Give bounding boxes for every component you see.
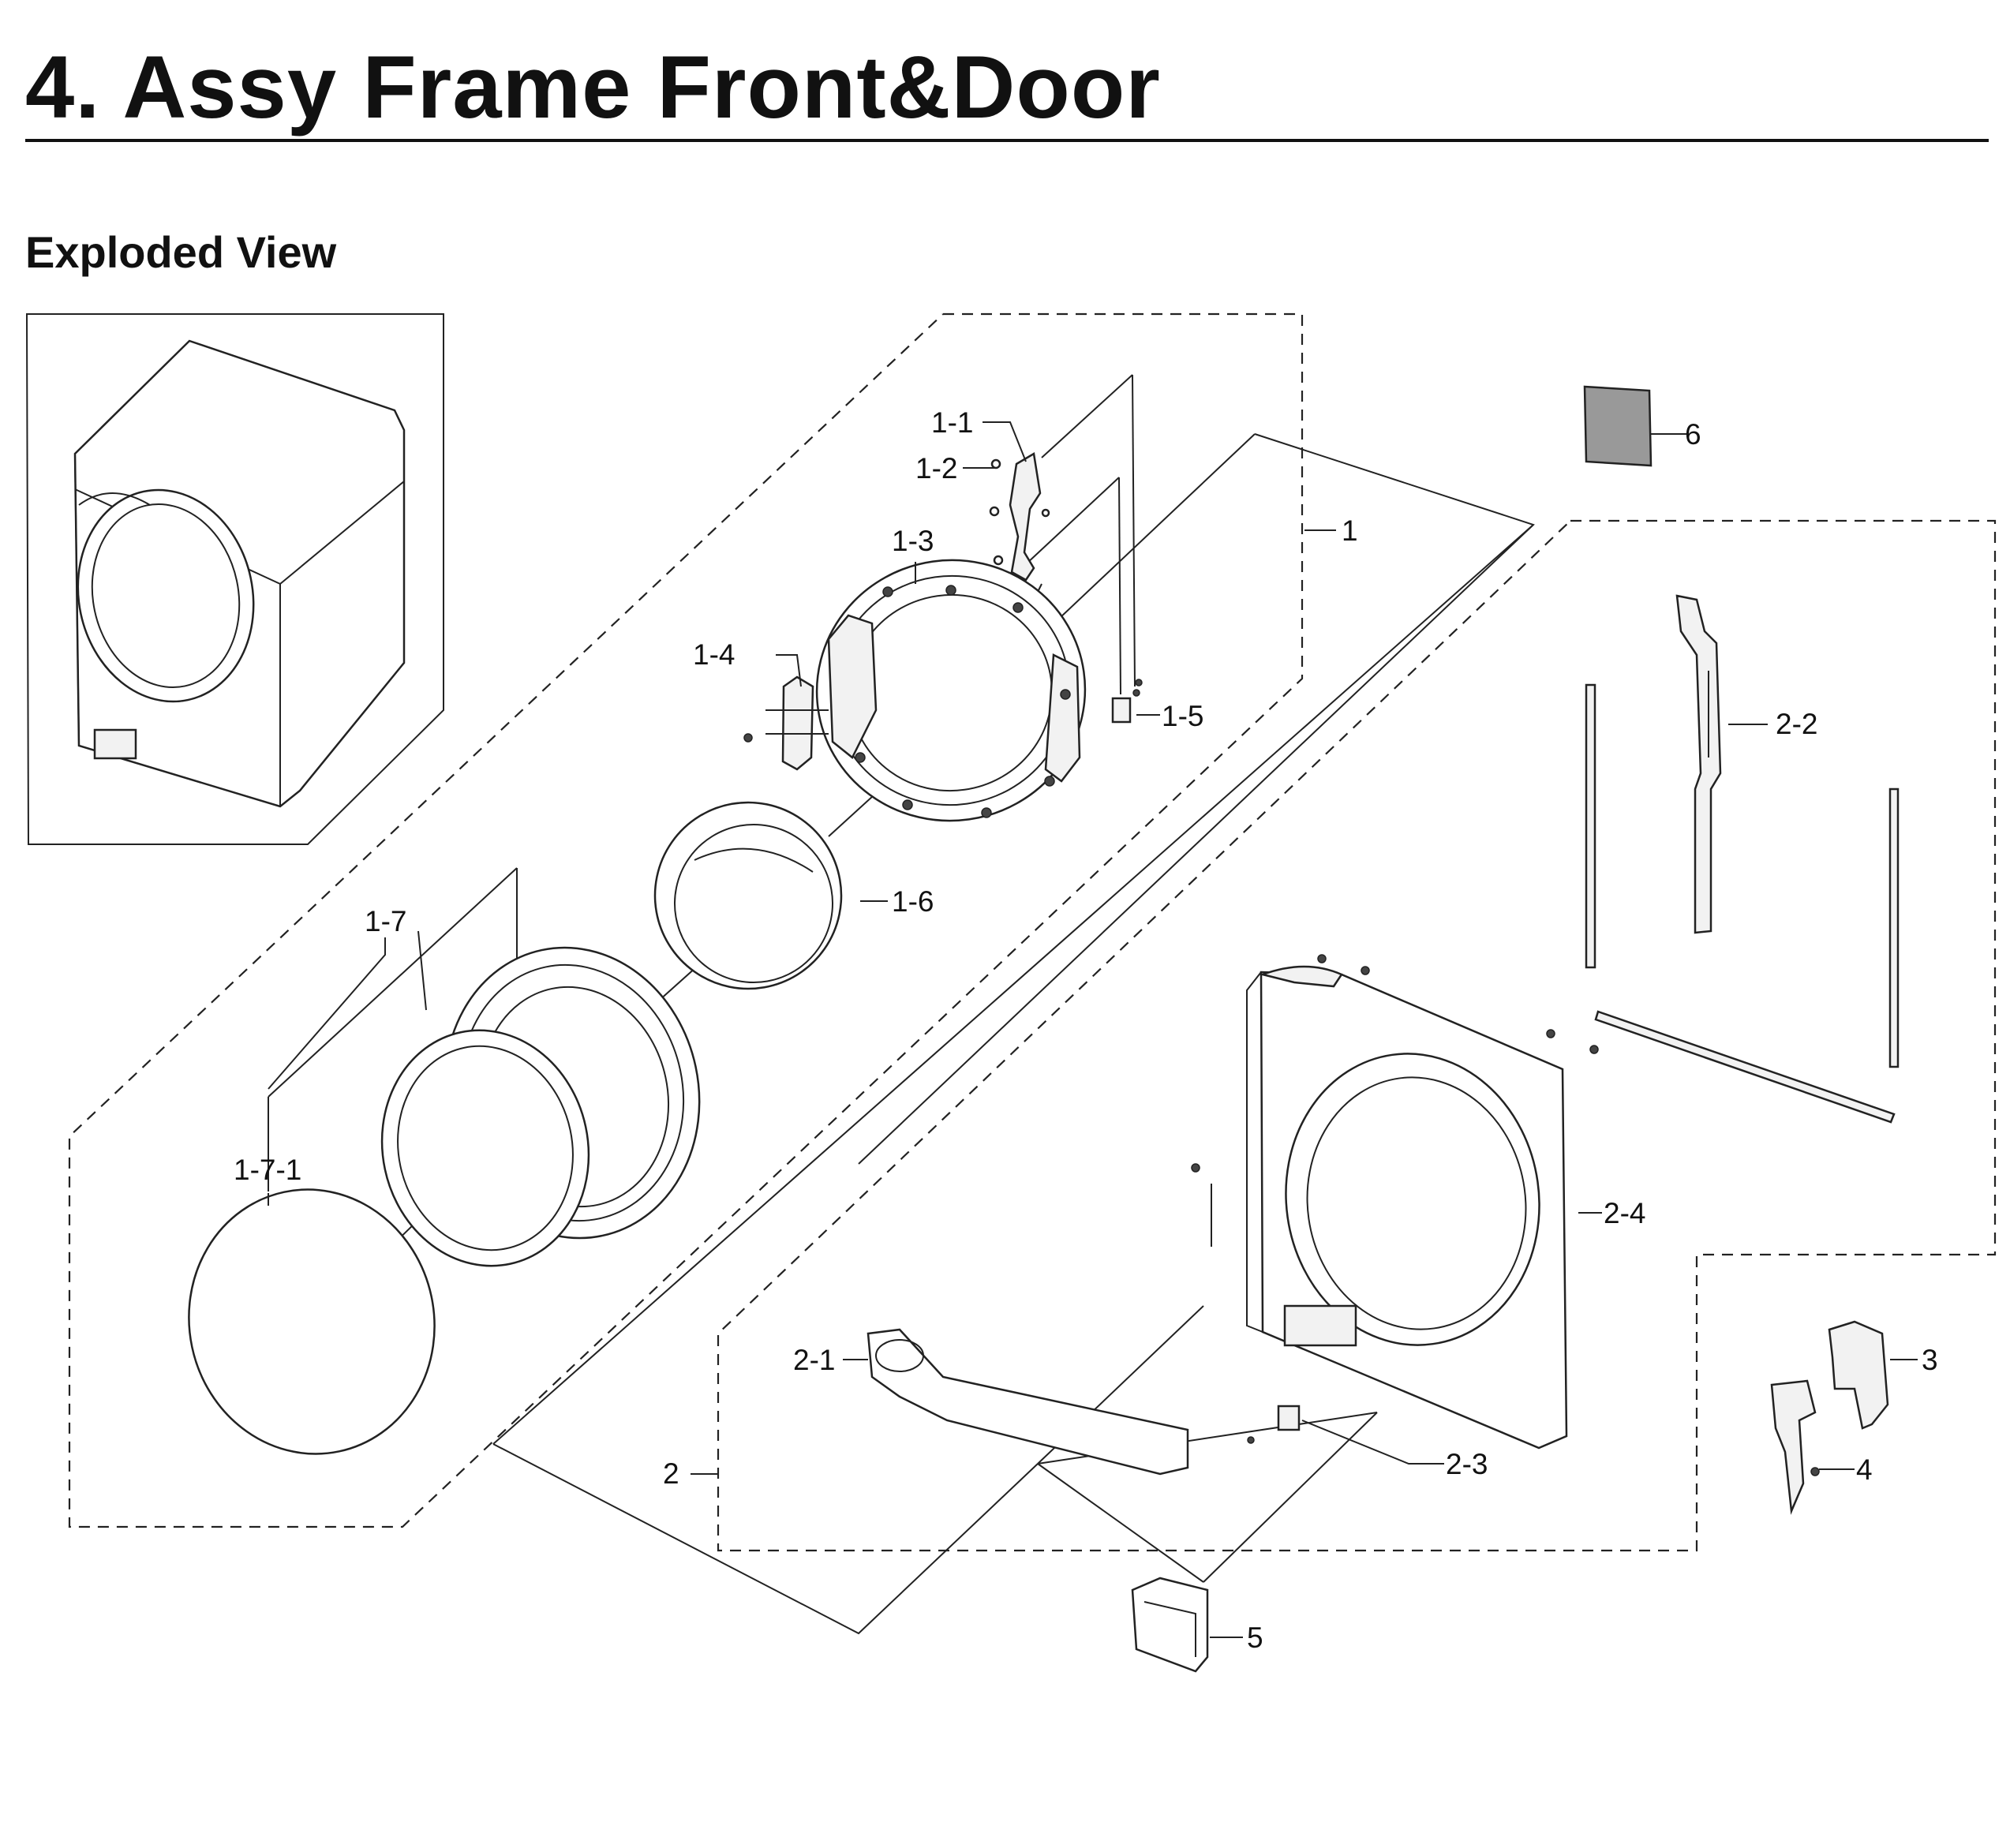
hinge-part-3 [1828, 1320, 1889, 1430]
washer-body-illustration [73, 339, 406, 808]
panel-trim-part-2-1 [867, 1328, 1189, 1476]
section-subtitle: Exploded View [25, 227, 337, 277]
door-glass-part-1-6 [653, 801, 843, 990]
callout-5: 5 [1247, 1622, 1263, 1654]
latch-part-1-5 [1111, 679, 1143, 724]
frame-front-panel-part-2-4 [1246, 965, 1568, 1450]
inset-appliance-view [25, 313, 444, 845]
holder-part-5 [1131, 1577, 1209, 1673]
callout-1: 1 [1342, 514, 1358, 547]
page-title: 4. Assy Frame Front&Door [25, 38, 1161, 137]
callout-1-6: 1-6 [892, 885, 934, 918]
callout-2-1: 2-1 [793, 1344, 835, 1376]
door-frame-ring-part-1-3 [815, 559, 1087, 822]
callout-1-3: 1-3 [892, 525, 934, 557]
callout-6: 6 [1685, 418, 1701, 451]
gasket-strips [1585, 683, 1900, 1124]
filter-pad-part-6 [1583, 385, 1653, 467]
door-glass-cover-part-1-7-1 [188, 1188, 436, 1455]
leader-lines [268, 421, 1918, 1638]
callout-1-7: 1-7 [365, 905, 406, 937]
callout-4: 4 [1856, 1453, 1873, 1486]
callout-2: 2 [663, 1457, 679, 1490]
group-1-boundary [68, 312, 1304, 1528]
callout-1-5: 1-5 [1162, 700, 1203, 732]
callout-3: 3 [1922, 1344, 1938, 1376]
switch-part-2-3 [1247, 1405, 1301, 1444]
callout-labels: 1 1-1 1-2 1-3 1-4 1-5 1-6 1-7 1-7-1 2 2-… [234, 406, 1938, 1654]
screws-group-2 [1191, 954, 1599, 1247]
title-underline [25, 139, 1989, 142]
door-cover-part-1-7 [380, 946, 701, 1267]
callout-1-2: 1-2 [915, 452, 957, 484]
bracket-part-2-2 [1675, 594, 1722, 934]
hinge-part-4 [1770, 1379, 1820, 1515]
callout-2-2: 2-2 [1776, 708, 1817, 740]
hinge-bracket-part-1-4 [743, 675, 829, 771]
callout-1-7-1: 1-7-1 [234, 1154, 301, 1186]
callout-2-3: 2-3 [1446, 1448, 1488, 1480]
callout-2-4: 2-4 [1604, 1197, 1645, 1229]
callout-1-4: 1-4 [693, 638, 735, 671]
callout-1-1: 1-1 [931, 406, 973, 439]
